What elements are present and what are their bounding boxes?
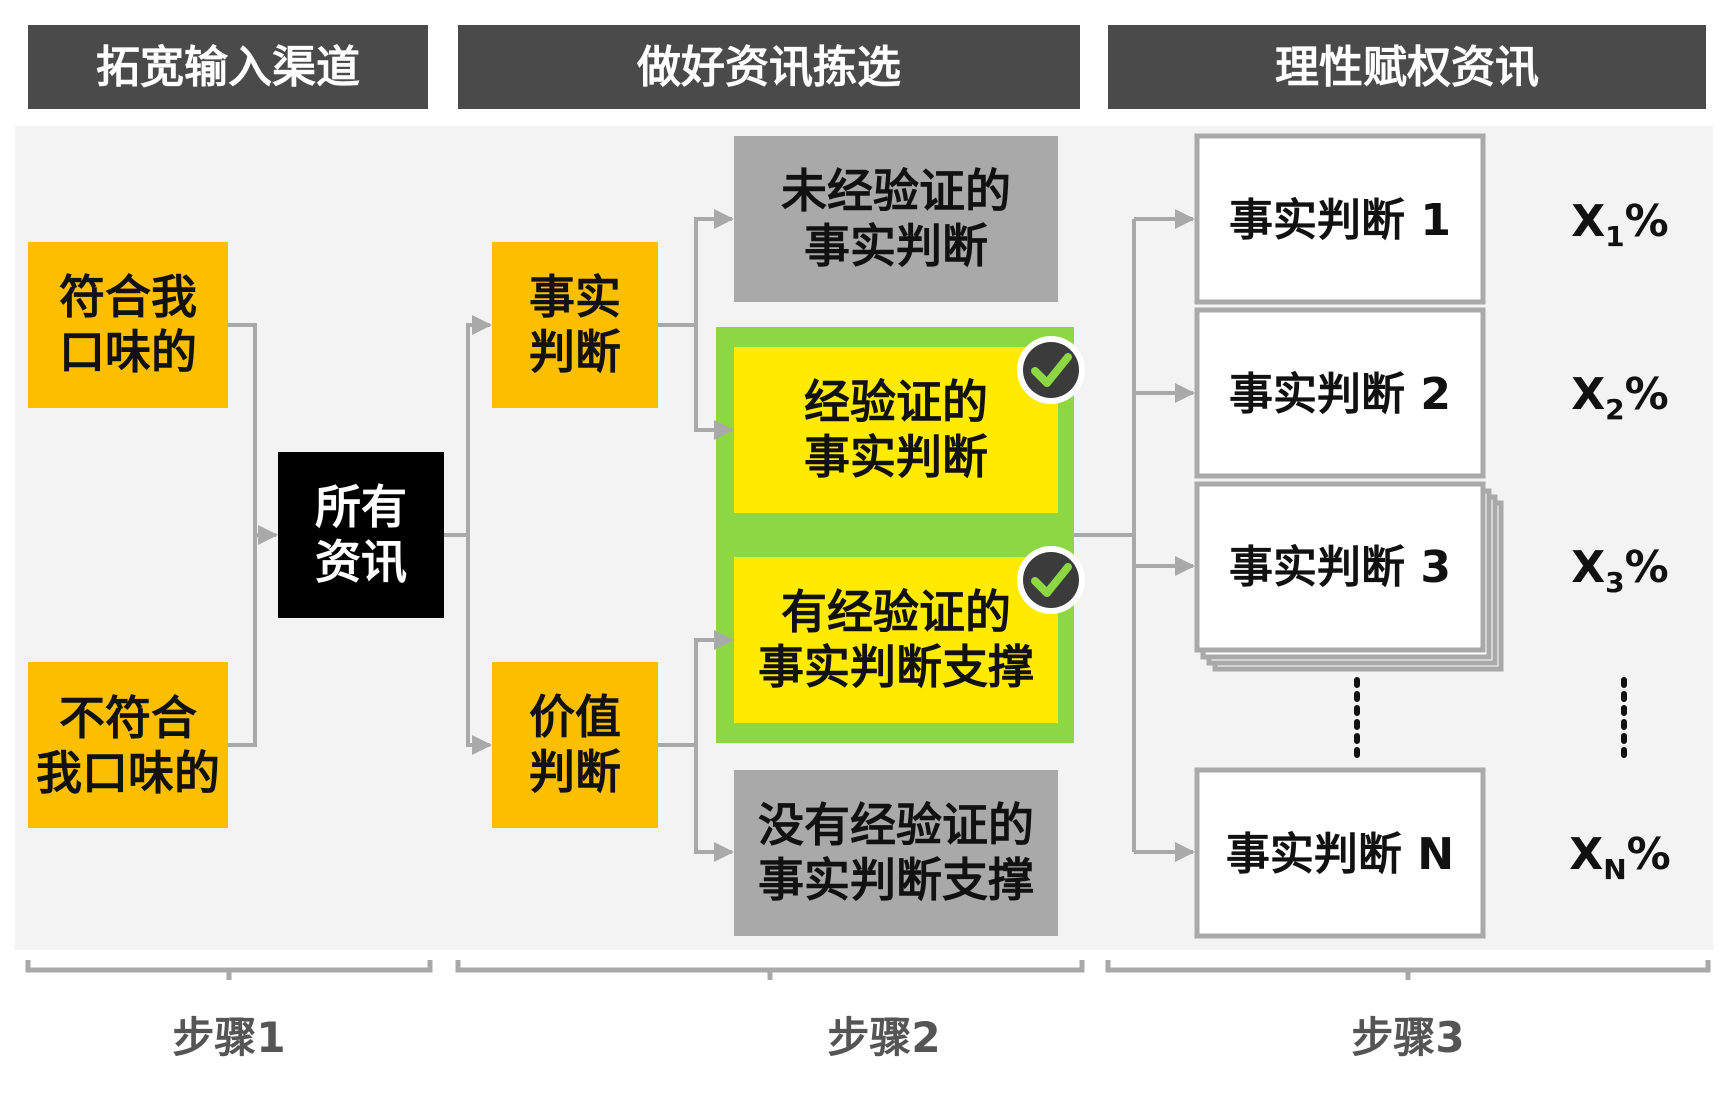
box-verified-fact: 经验证的 事实判断 [734, 347, 1058, 513]
connectors-step1 [228, 323, 278, 747]
fact-box-n-label: 事实判断 N [1226, 829, 1454, 880]
step-label-2: 步骤2 [827, 1013, 940, 1062]
box-unverified-fact-line1: 未经验证的 [781, 164, 1011, 218]
box-value-judgment: 价值 判断 [492, 662, 658, 828]
box-all-info: 所有 资讯 [278, 452, 444, 618]
box-all-info-line2: 资讯 [315, 535, 407, 589]
box-taste-mismatch-line2: 我口味的 [36, 746, 220, 800]
checkmark-icon [1017, 336, 1085, 404]
header-info-filtering: 做好资讯拣选 [458, 25, 1080, 109]
box-unverified-fact: 未经验证的 事实判断 [734, 136, 1058, 302]
fact-box-2-label: 事实判断 2 [1229, 369, 1451, 420]
header-rational-weighting: 理性赋权资讯 [1108, 25, 1706, 109]
fact-box-1-label: 事实判断 1 [1229, 195, 1451, 246]
fact-box-n: 事实判断 N [1194, 767, 1486, 939]
header-info-filtering-label: 做好资讯拣选 [636, 42, 901, 93]
box-no-verified-support-line1: 没有经验证的 [758, 798, 1034, 852]
box-unverified-fact-line2: 事实判断 [804, 219, 988, 273]
box-verified-support-line1: 有经验证的 [781, 585, 1011, 639]
box-all-info-line1: 所有 [315, 480, 407, 534]
connectors-step3 [1074, 209, 1195, 862]
weight-3-letter: X [1571, 542, 1605, 593]
weight-n-unit: % [1627, 829, 1671, 880]
box-verified-fact-line2: 事实判断 [804, 430, 988, 484]
box-value-judgment-line2: 判断 [529, 745, 621, 799]
step-label-3: 步骤3 [1351, 1013, 1464, 1062]
fact-box-3-stack: 事实判断 3 [1194, 481, 1504, 672]
step-bracket-2 [455, 960, 1085, 980]
weight-n-letter: X [1569, 829, 1603, 880]
weight-n-subscript: N [1603, 853, 1626, 886]
weight-3-unit: % [1625, 542, 1669, 593]
weight-2-unit: % [1625, 369, 1669, 420]
weight-1: X1% [1571, 196, 1669, 253]
box-no-verified-support-line2: 事实判断支撑 [758, 853, 1034, 907]
box-taste-match-line2: 口味的 [59, 325, 197, 379]
weight-2-letter: X [1571, 369, 1605, 420]
weight-1-unit: % [1625, 196, 1669, 247]
box-taste-mismatch-line1: 不符合 [59, 691, 197, 745]
header-rational-weighting-label: 理性赋权资讯 [1275, 42, 1539, 93]
box-taste-match-line1: 符合我 [59, 270, 197, 324]
box-no-verified-support: 没有经验证的 事实判断支撑 [734, 770, 1058, 936]
weight-3-subscript: 3 [1605, 566, 1624, 599]
weight-1-letter: X [1571, 196, 1605, 247]
box-verified-support-line2: 事实判断支撑 [758, 640, 1034, 694]
step-bracket-1 [25, 960, 433, 980]
box-fact-judgment: 事实 判断 [492, 242, 658, 408]
fact-box-1: 事实判断 1 [1194, 133, 1486, 305]
step-label-1: 步骤1 [172, 1013, 285, 1062]
box-fact-judgment-line2: 判断 [529, 325, 621, 379]
connectors-step2 [444, 209, 734, 862]
fact-box-3-label: 事实判断 3 [1229, 542, 1451, 593]
box-value-judgment-line1: 价值 [529, 690, 621, 744]
weight-2-subscript: 2 [1605, 393, 1624, 426]
box-verified-fact-line1: 经验证的 [804, 375, 988, 429]
header-input-channels: 拓宽输入渠道 [28, 25, 428, 109]
weight-2: X2% [1571, 369, 1669, 426]
box-fact-judgment-line1: 事实 [529, 270, 621, 324]
step-bracket-3 [1105, 960, 1711, 980]
weight-3: X3% [1571, 542, 1669, 599]
checkmark-icon [1017, 546, 1085, 614]
weight-1-subscript: 1 [1605, 220, 1624, 253]
header-input-channels-label: 拓宽输入渠道 [96, 42, 360, 93]
weight-n: XN% [1569, 829, 1670, 886]
fact-box-2: 事实判断 2 [1194, 307, 1486, 479]
box-taste-match: 符合我 口味的 [28, 242, 228, 408]
box-taste-mismatch: 不符合 我口味的 [28, 662, 228, 828]
box-verified-support: 有经验证的 事实判断支撑 [734, 557, 1058, 723]
